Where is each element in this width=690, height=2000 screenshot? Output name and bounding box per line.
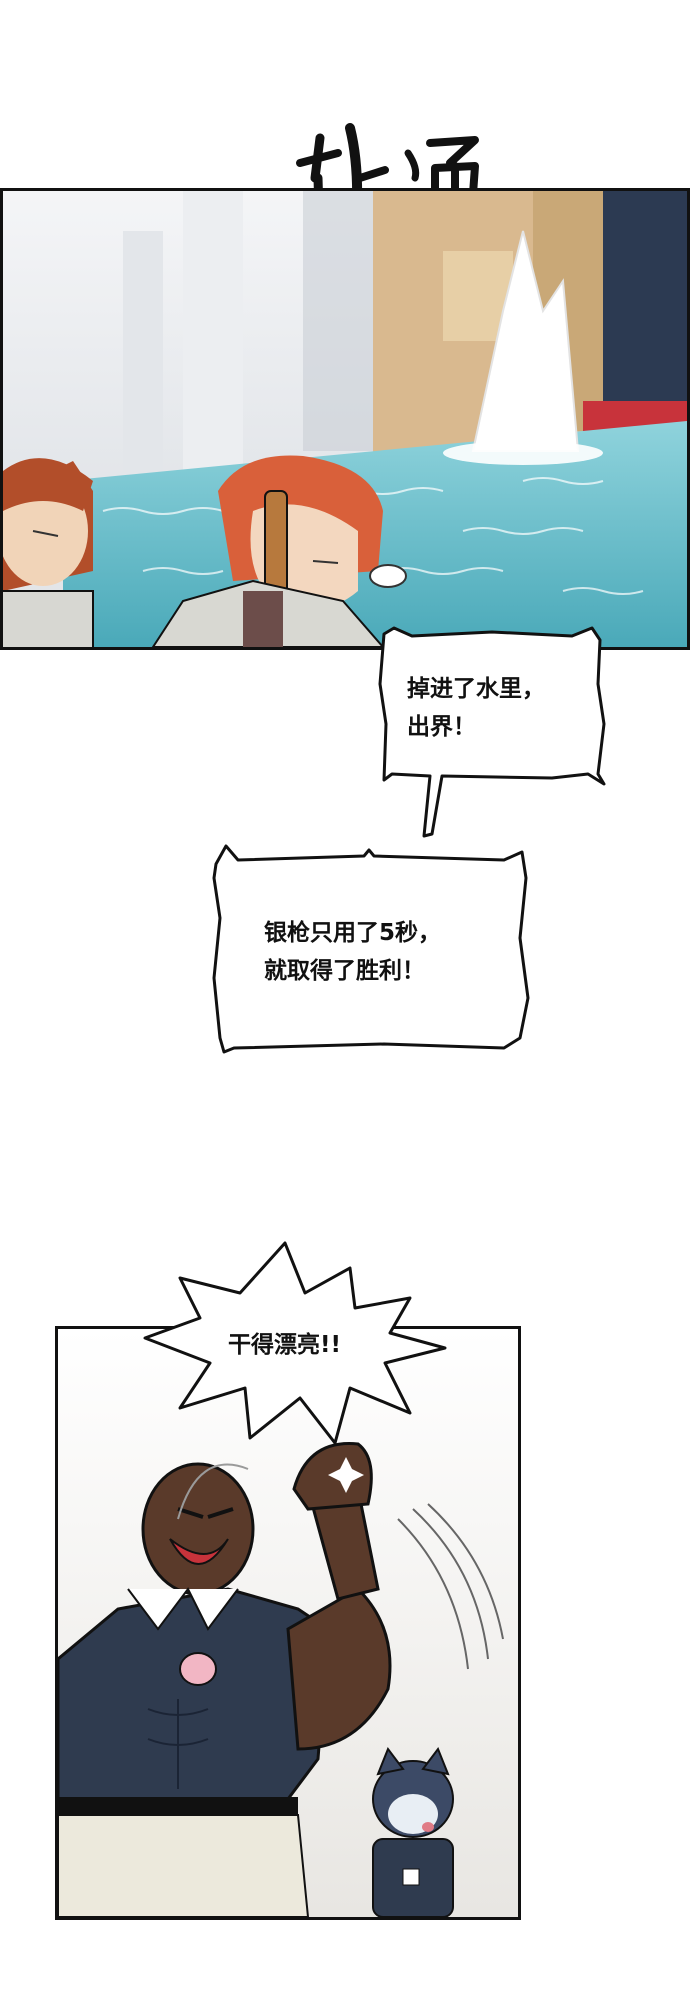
bubble-text-well-done: 干得漂亮!! bbox=[228, 1332, 341, 1358]
character-right bbox=[151, 455, 407, 647]
bubble-text-fell-in-water: 掉进了水里， 出界！ bbox=[407, 676, 545, 740]
speech-bubble-victory: 银枪只用了5秒， 就取得了胜利！ bbox=[204, 838, 534, 1058]
panel-pool-scene bbox=[0, 188, 690, 650]
small-cat-illustration bbox=[372, 1746, 454, 1917]
character-left bbox=[3, 458, 94, 647]
bubble-text-victory: 银枪只用了5秒， 就取得了胜利！ bbox=[264, 920, 442, 984]
pool-scene-illustration bbox=[3, 191, 687, 647]
muscular-man-illustration bbox=[58, 1329, 518, 1917]
shout-bubble-well-done: 干得漂亮!! bbox=[140, 1238, 450, 1453]
panel-muscular-man bbox=[55, 1326, 521, 1920]
speech-bubble-fell-in-water: 掉进了水里， 出界！ bbox=[372, 624, 610, 844]
